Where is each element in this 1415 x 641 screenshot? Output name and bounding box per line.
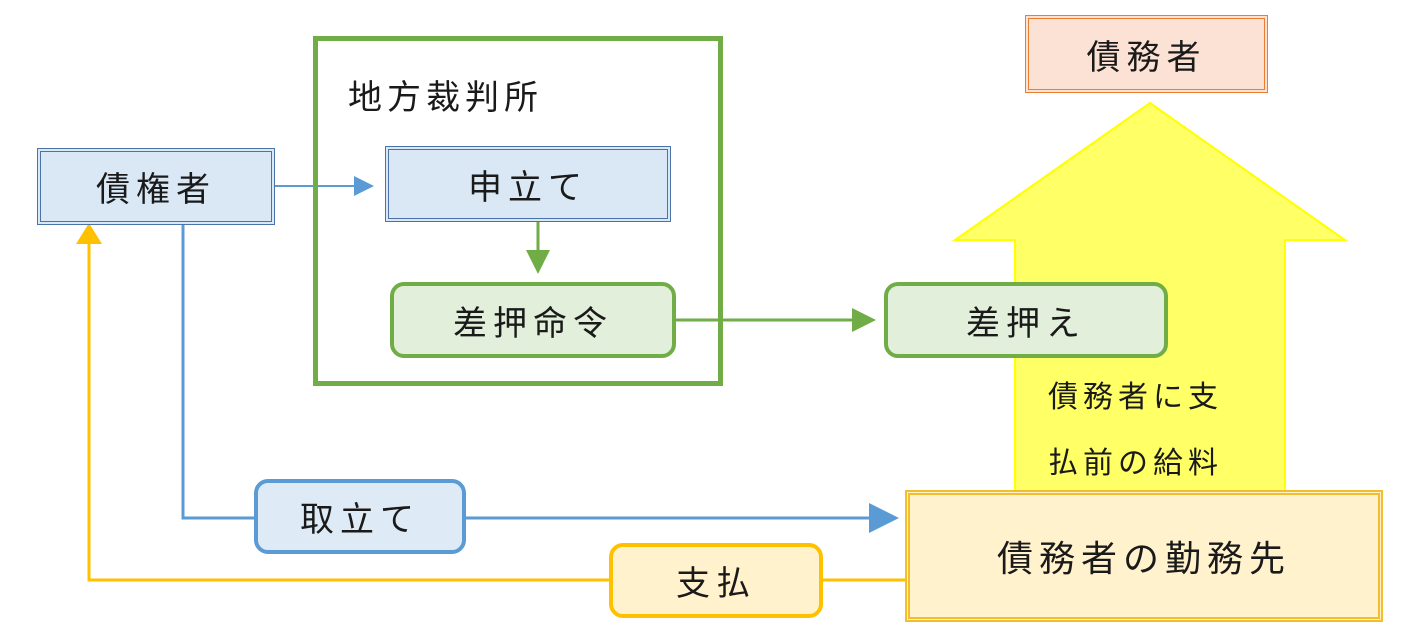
court-container	[313, 36, 723, 386]
creditor-box: 債権者	[37, 148, 275, 225]
line-payment-to-creditor	[87, 243, 609, 582]
arrow-caption-line2: 払前の給料	[1048, 446, 1223, 481]
debtor-box: 債務者	[1025, 15, 1268, 93]
arrow-caption-line1: 債務者に支	[1048, 380, 1223, 415]
seizure-box: 差押え	[884, 282, 1168, 358]
collection-box: 取立て	[254, 479, 466, 554]
arrowhead-to-creditor	[76, 223, 102, 244]
employer-box: 債務者の勤務先	[905, 490, 1383, 622]
line-creditor-to-collection	[181, 225, 254, 520]
seizure-order-box: 差押命令	[390, 282, 676, 358]
petition-box: 申立て	[385, 146, 671, 222]
payment-box: 支払	[609, 543, 823, 618]
court-label: 地方裁判所	[348, 78, 543, 118]
